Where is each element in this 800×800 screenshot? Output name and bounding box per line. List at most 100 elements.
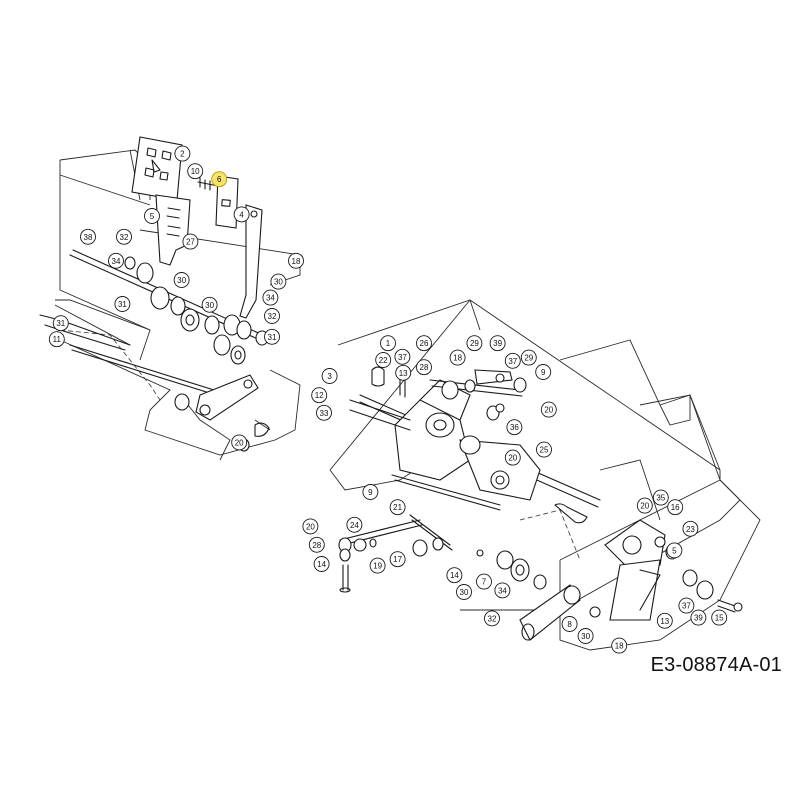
- callout-22: 22: [375, 352, 392, 368]
- callout-37: 37: [504, 352, 521, 369]
- callout-label: 32: [488, 614, 497, 623]
- callout-label: 4: [239, 210, 244, 219]
- callout-31: 31: [264, 328, 280, 345]
- callout-20: 20: [231, 434, 248, 451]
- callout-30: 30: [173, 272, 190, 288]
- callout-3: 3: [321, 368, 338, 384]
- callout-label: 27: [186, 238, 195, 247]
- callout-label: 37: [682, 602, 691, 611]
- callout-label: 31: [56, 319, 65, 328]
- callout-16: 16: [667, 499, 684, 516]
- callout-18: 18: [449, 349, 466, 366]
- callout-29: 29: [520, 349, 537, 366]
- callout-label: 13: [399, 369, 408, 378]
- right-lower-parts: [338, 537, 601, 641]
- brake-rod-11: [39, 314, 233, 401]
- pedal-arm-5: [155, 194, 191, 266]
- callout-label: 15: [715, 614, 724, 623]
- callout-label: 26: [420, 339, 429, 348]
- callout-6: 6: [211, 171, 228, 188]
- callout-5: 5: [144, 208, 160, 224]
- callout-label: 34: [112, 257, 121, 266]
- callout-label: 1: [386, 339, 391, 348]
- callout-label: 30: [205, 301, 214, 310]
- callout-label: 31: [268, 333, 277, 342]
- pedal-lever-6: [215, 175, 239, 229]
- callout-30: 30: [456, 584, 472, 600]
- callout-18: 18: [288, 252, 304, 269]
- callout-label: 29: [524, 354, 533, 363]
- callout-12: 12: [311, 387, 328, 404]
- callout-label: 2: [180, 150, 185, 159]
- callout-label: 32: [120, 233, 129, 242]
- callout-label: 30: [274, 278, 283, 287]
- callout-label: 28: [420, 363, 429, 372]
- callout-14: 14: [313, 556, 330, 572]
- callout-28: 28: [416, 359, 432, 376]
- callout-label: 20: [544, 406, 553, 415]
- callout-2: 2: [174, 145, 191, 162]
- callout-label: 14: [317, 560, 326, 569]
- callout-32: 32: [116, 228, 132, 245]
- callout-26: 26: [416, 335, 432, 352]
- callout-31: 31: [114, 296, 131, 312]
- callout-15: 15: [711, 609, 728, 626]
- callout-label: 13: [660, 617, 669, 626]
- callout-19: 19: [369, 557, 386, 574]
- callout-label: 31: [118, 300, 127, 309]
- callout-8: 8: [561, 616, 578, 632]
- callout-label: 16: [671, 503, 680, 512]
- callout-label: 22: [379, 356, 388, 365]
- callout-label: 37: [508, 357, 517, 366]
- callout-label: 11: [53, 335, 62, 344]
- callout-39: 39: [489, 335, 506, 352]
- callout-label: 7: [482, 578, 487, 587]
- callout-label: 9: [368, 488, 373, 497]
- document-code: E3-08874A-01: [650, 654, 782, 676]
- callout-label: 33: [320, 409, 329, 418]
- callout-36: 36: [506, 419, 523, 436]
- callout-37: 37: [678, 597, 695, 614]
- right-bracket-1: [394, 379, 471, 481]
- callout-13: 13: [395, 364, 412, 381]
- callout-21: 21: [389, 499, 406, 516]
- callout-27: 27: [182, 233, 199, 250]
- callout-label: 20: [508, 454, 517, 463]
- pin-10: [197, 177, 219, 191]
- callout-label: 28: [312, 541, 321, 550]
- right-chassis-frame: [329, 299, 761, 651]
- callout-5: 5: [666, 542, 683, 559]
- callout-label: 36: [510, 423, 519, 432]
- callout-label: 30: [460, 588, 469, 597]
- callout-20: 20: [636, 497, 653, 514]
- callout-label: 19: [373, 562, 382, 571]
- callout-label: 39: [694, 614, 703, 623]
- left-bushings: [124, 256, 269, 365]
- callout-label: 6: [217, 175, 222, 184]
- callout-11: 11: [48, 331, 65, 348]
- callout-20: 20: [504, 449, 521, 466]
- callout-38: 38: [80, 228, 96, 245]
- callout-29: 29: [466, 335, 483, 352]
- callout-label: 30: [177, 276, 186, 285]
- callout-13: 13: [656, 612, 673, 629]
- callout-28: 28: [308, 536, 325, 553]
- callout-label: 23: [686, 525, 695, 534]
- callout-23: 23: [682, 520, 699, 537]
- callout-label: 20: [306, 522, 315, 531]
- callout-37: 37: [394, 348, 411, 365]
- callout-label: 32: [268, 312, 277, 321]
- callout-label: 12: [315, 391, 324, 400]
- callout-label: 18: [615, 642, 624, 651]
- callout-label: 34: [498, 586, 507, 595]
- callout-34: 34: [108, 252, 124, 269]
- pedal-arm-4: [239, 204, 263, 319]
- callout-32: 32: [484, 610, 500, 627]
- callout-34: 34: [262, 289, 279, 306]
- callout-7: 7: [476, 573, 492, 590]
- right-rods: [339, 399, 501, 551]
- callout-label: 20: [640, 502, 649, 511]
- callout-label: 38: [84, 233, 93, 242]
- callout-label: 25: [540, 446, 549, 455]
